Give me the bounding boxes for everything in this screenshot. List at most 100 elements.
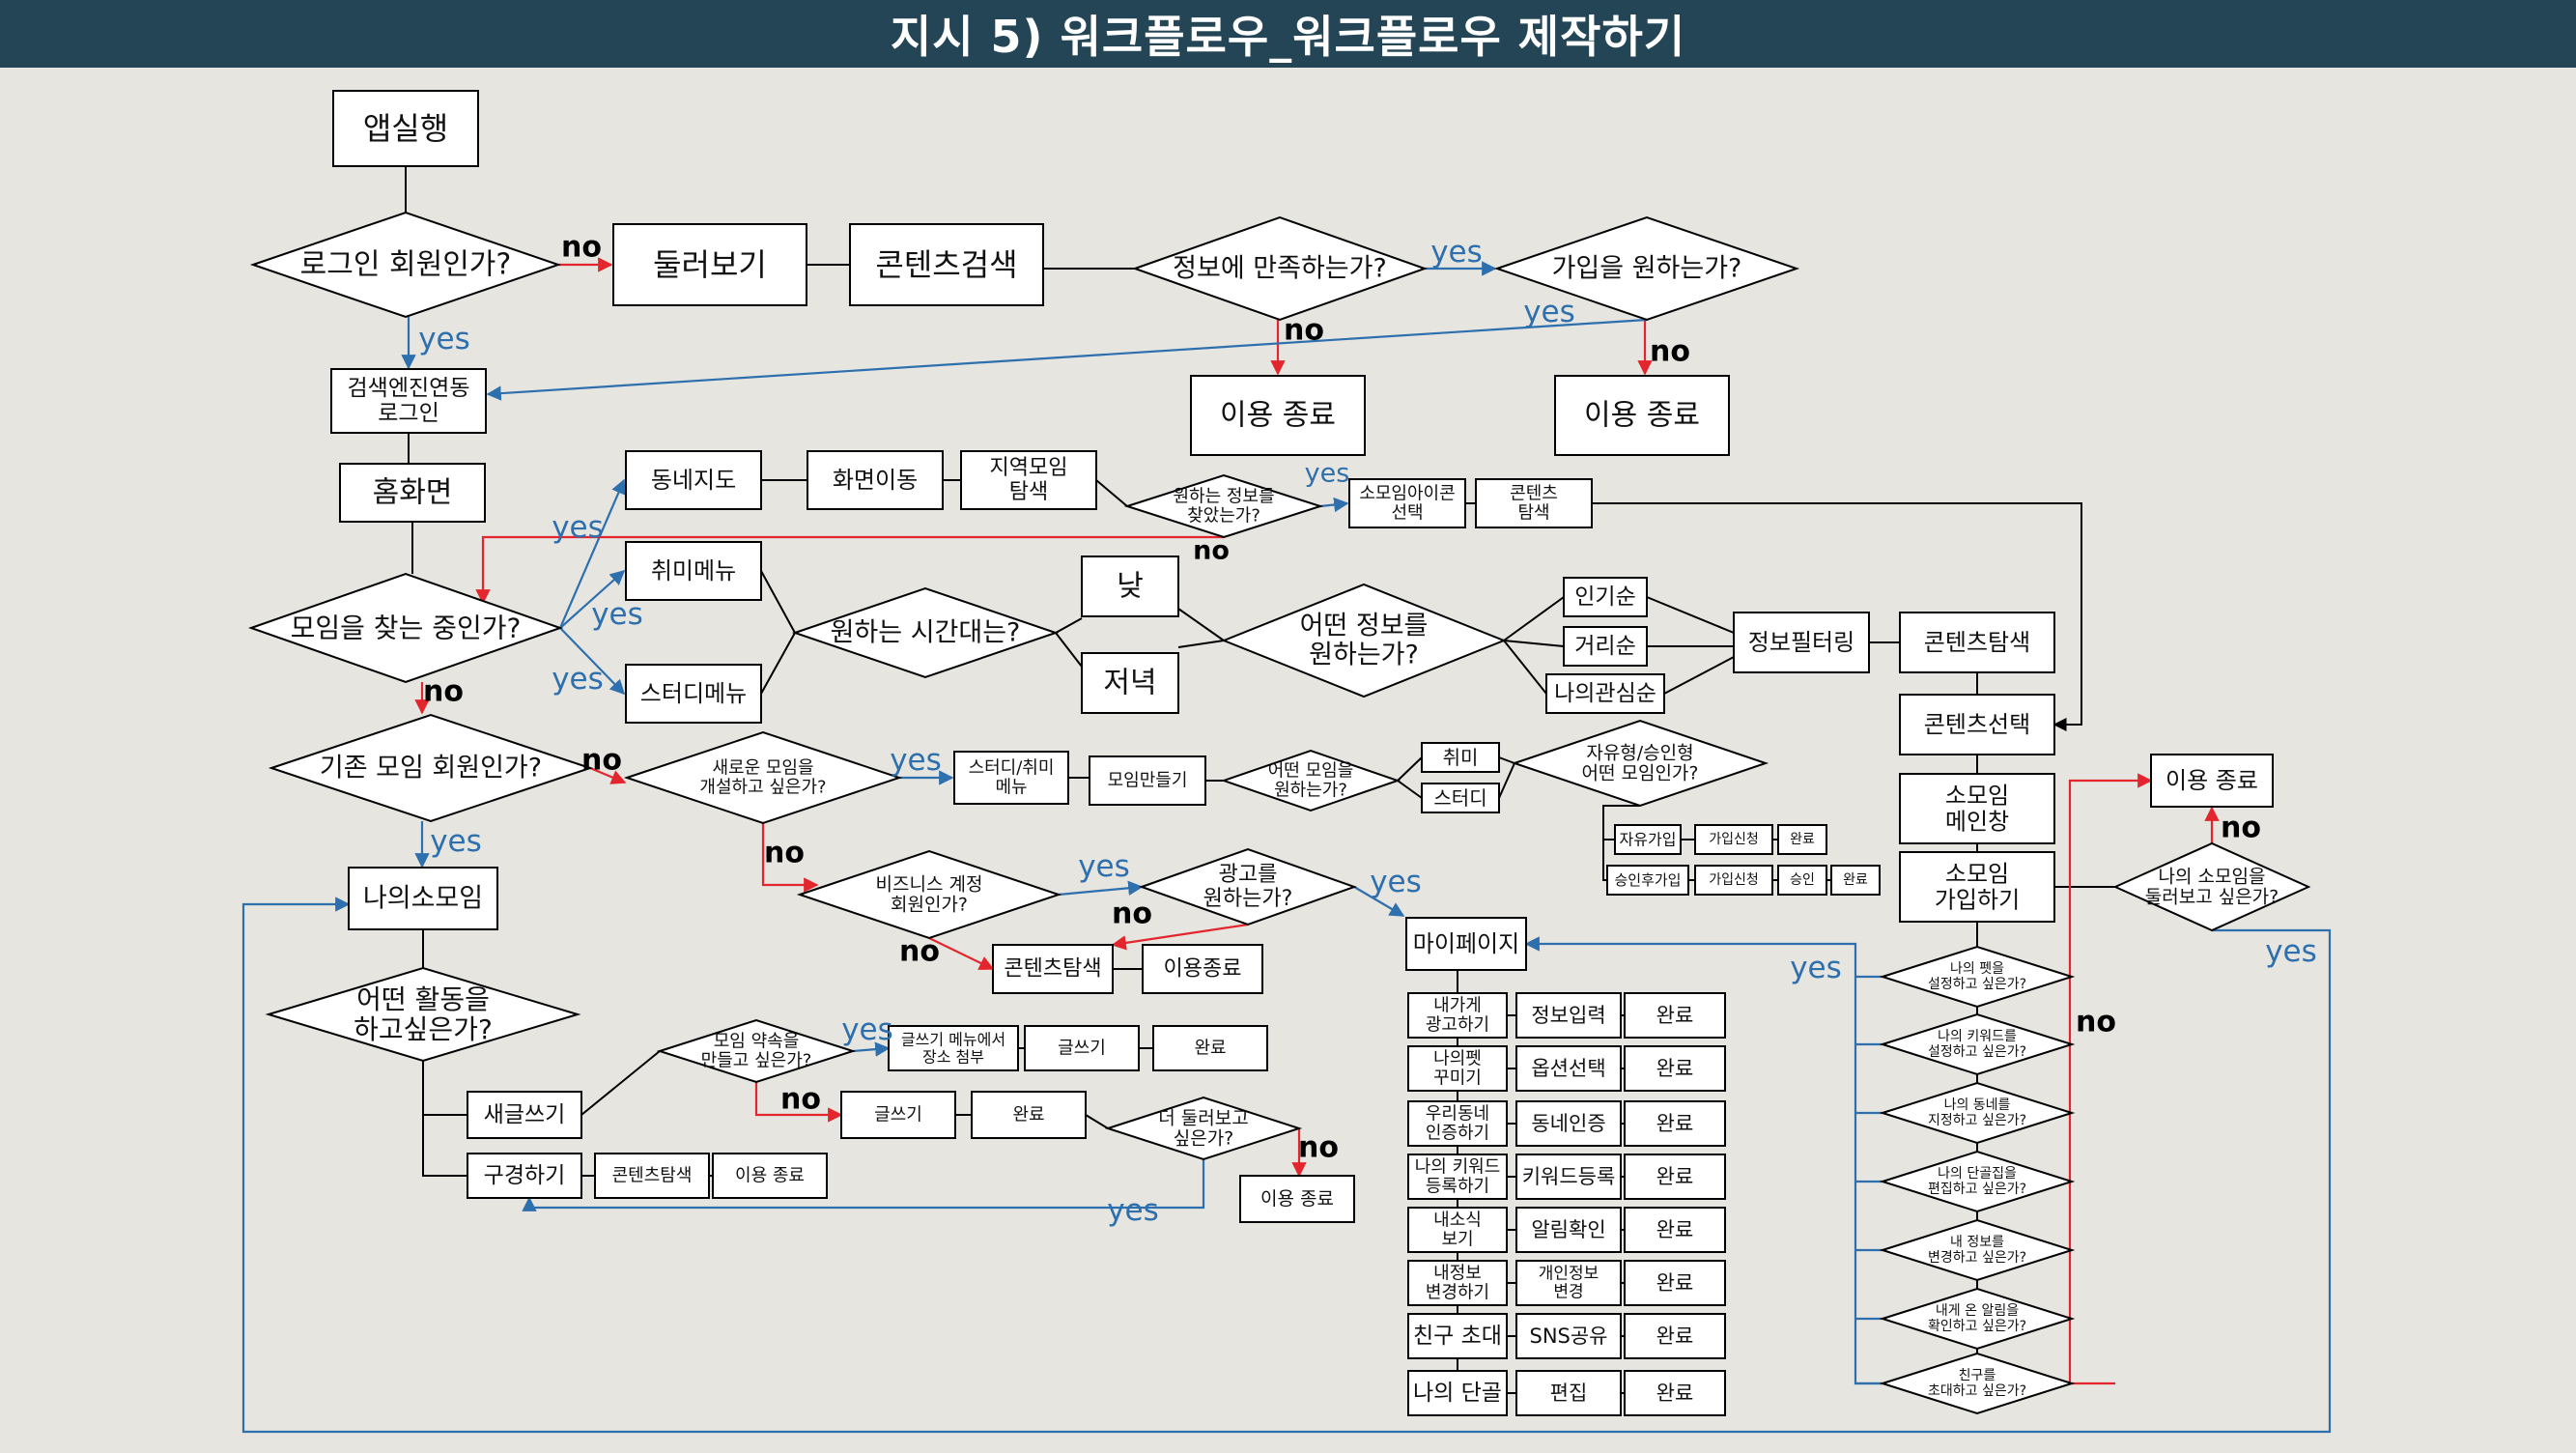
page-title: 지시 5) 워크플로우_워크플로우 제작하기 xyxy=(0,0,2576,68)
edge-appoint-writemenu xyxy=(852,1041,891,1057)
svg-text:가입을 원하는가?: 가입을 원하는가? xyxy=(1552,254,1742,284)
label-existing-yes: yes xyxy=(430,824,482,859)
svg-text:내가게: 내가게 xyxy=(1433,995,1482,1015)
svg-text:광고하기: 광고하기 xyxy=(1426,1015,1489,1036)
node-study-hobby-menu: 스터디/취미메뉴 xyxy=(953,751,1069,805)
edge-evening-info xyxy=(1177,640,1225,648)
node-study: 스터디 xyxy=(1421,783,1500,813)
svg-text:가입신청: 가입신청 xyxy=(1709,832,1759,847)
label-new-yes: yes xyxy=(890,743,942,778)
edge-which-hobby xyxy=(1397,756,1423,782)
svg-text:원하는 시간대는?: 원하는 시간대는? xyxy=(831,618,1021,648)
svg-text:나의 단골: 나의 단골 xyxy=(1413,1381,1502,1406)
svg-text:정보입력: 정보입력 xyxy=(1531,1004,1605,1027)
label-more-no: no xyxy=(1298,1131,1339,1165)
svg-text:둘러보고 싶은가?: 둘러보고 싶은가? xyxy=(2145,887,2279,908)
label-appoint-no: no xyxy=(780,1083,821,1117)
svg-text:앱실행: 앱실행 xyxy=(363,110,448,147)
svg-text:자유가입: 자유가입 xyxy=(1620,831,1677,849)
svg-text:홈화면: 홈화면 xyxy=(373,476,453,510)
svg-text:화면이동: 화면이동 xyxy=(833,467,918,494)
node-time-question: 원하는 시간대는? xyxy=(791,586,1060,679)
svg-text:회원인가?: 회원인가? xyxy=(891,895,968,916)
svg-text:키워드등록: 키워드등록 xyxy=(1522,1165,1616,1188)
svg-text:취미: 취미 xyxy=(1443,746,1479,769)
node-end-e: 이용 종료 xyxy=(1239,1175,1355,1223)
svg-text:정보필터링: 정보필터링 xyxy=(1748,629,1854,656)
node-mypage-friend: 친구 초대 xyxy=(1407,1313,1508,1359)
node-mypage-regular: 나의 단골 xyxy=(1407,1370,1508,1416)
svg-text:승인후가입: 승인후가입 xyxy=(1614,871,1681,889)
svg-text:취미메뉴: 취미메뉴 xyxy=(651,557,736,584)
svg-text:완료: 완료 xyxy=(1790,832,1815,847)
edge-which-study xyxy=(1397,780,1423,799)
node-end-b: 이용 종료 xyxy=(1554,375,1730,456)
svg-text:소모임아이콘: 소모임아이콘 xyxy=(1359,483,1455,503)
edge-ad-content xyxy=(1111,923,1249,951)
svg-text:나의소모임: 나의소모임 xyxy=(363,884,483,914)
label-satisfied-yes: yes xyxy=(1430,235,1483,270)
svg-text:어떤 모임을: 어떤 모임을 xyxy=(1268,760,1354,781)
svg-text:나의펫: 나의펫 xyxy=(1433,1048,1482,1068)
label-join-no: no xyxy=(1650,335,1690,369)
svg-text:모임 약속을: 모임 약속을 xyxy=(714,1031,800,1051)
svg-text:탐색: 탐색 xyxy=(1009,480,1048,504)
svg-text:장소 첨부: 장소 첨부 xyxy=(922,1047,984,1066)
svg-text:초대하고 싶은가?: 초대하고 싶은가? xyxy=(1928,1383,2026,1399)
node-free-join: 자유가입 xyxy=(1614,824,1682,855)
node-mypage-pet-action: 옵션선택 xyxy=(1515,1045,1622,1092)
node-info-filter: 정보필터링 xyxy=(1733,612,1870,673)
node-mypage-myinfo-done: 완료 xyxy=(1624,1260,1726,1306)
label-finding-yes-2: yes xyxy=(591,597,643,632)
svg-text:소모임: 소모임 xyxy=(1945,783,2009,810)
node-content-search-2: 콘텐츠탐색 xyxy=(1899,612,2055,673)
svg-text:보기: 보기 xyxy=(1441,1230,1473,1250)
svg-text:인기순: 인기순 xyxy=(1574,584,1635,610)
label-ad-no: no xyxy=(1112,897,1152,931)
svg-text:새글쓰기: 새글쓰기 xyxy=(484,1102,566,1127)
node-evening: 저녁 xyxy=(1081,652,1179,714)
node-make-group: 모임만들기 xyxy=(1089,755,1206,806)
label-finding-yes-1: yes xyxy=(552,510,604,545)
node-join-question: 가입을 원하는가? xyxy=(1493,215,1800,322)
node-end-d: 이용 종료 xyxy=(712,1153,828,1199)
svg-text:콘텐츠탐색: 콘텐츠탐색 xyxy=(612,1166,693,1186)
svg-text:편집: 편집 xyxy=(1550,1382,1588,1405)
svg-text:메뉴: 메뉴 xyxy=(995,778,1027,798)
node-end-c: 이용종료 xyxy=(1142,944,1263,994)
svg-text:로그인: 로그인 xyxy=(378,401,439,426)
svg-text:나의 동네를: 나의 동네를 xyxy=(1944,1097,2011,1113)
svg-text:등록하기: 등록하기 xyxy=(1426,1177,1489,1197)
svg-text:스터디메뉴: 스터디메뉴 xyxy=(640,680,747,707)
node-end-right: 이용 종료 xyxy=(2150,754,2274,808)
node-satisfied-question: 정보에 만족하는가? xyxy=(1131,215,1429,322)
node-mypage-regular-done: 완료 xyxy=(1624,1370,1726,1416)
svg-text:이용 종료: 이용 종료 xyxy=(1260,1188,1334,1210)
node-day: 낮 xyxy=(1081,556,1179,617)
svg-text:이용 종료: 이용 종료 xyxy=(2166,767,2258,794)
edge-info-popular xyxy=(1503,596,1565,641)
svg-text:이용종료: 이용종료 xyxy=(1164,957,1242,982)
svg-text:선택: 선택 xyxy=(1391,503,1423,524)
svg-text:친구를: 친구를 xyxy=(1959,1368,1996,1383)
svg-text:내정보: 내정보 xyxy=(1433,1263,1482,1283)
svg-text:만들고 싶은가?: 만들고 싶은가? xyxy=(701,1051,812,1071)
svg-text:이용 종료: 이용 종료 xyxy=(735,1166,805,1186)
edge-finding-map xyxy=(558,478,626,629)
svg-text:구경하기: 구경하기 xyxy=(484,1163,566,1188)
svg-text:메인창: 메인창 xyxy=(1945,808,2009,835)
svg-text:새로운 모임을: 새로운 모임을 xyxy=(712,757,813,778)
label-browsegroup-yes: yes xyxy=(2265,934,2317,969)
node-finding-question: 모임을 찾는 중인가? xyxy=(247,572,564,684)
svg-text:원하는가?: 원하는가? xyxy=(1309,641,1419,670)
svg-text:거리순: 거리순 xyxy=(1574,634,1635,659)
svg-text:탐색: 탐색 xyxy=(1517,503,1549,524)
svg-text:나의 펫을: 나의 펫을 xyxy=(1950,961,2004,977)
